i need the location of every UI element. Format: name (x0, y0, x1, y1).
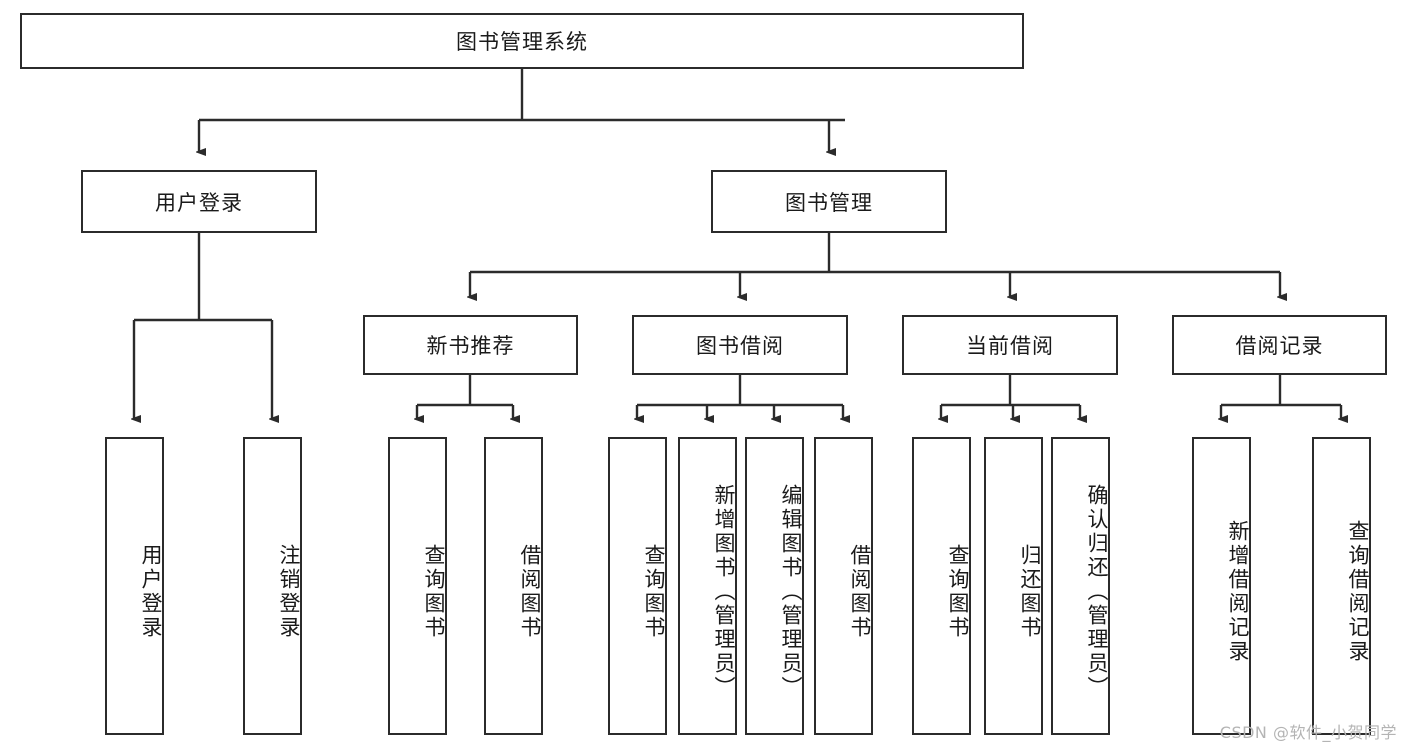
node-leaf-add-borrow-record-label: 新增借阅记录 (1226, 520, 1250, 664)
node-leaf-logout[interactable]: 注销登录 (243, 437, 302, 735)
node-leaf-query-book-borrow[interactable]: 查询图书 (608, 437, 667, 735)
node-leaf-user-login[interactable]: 用户登录 (105, 437, 164, 735)
node-leaf-edit-book-admin[interactable]: 编辑图书（管理员） (745, 437, 804, 735)
node-leaf-borrow-book-label: 借阅图书 (848, 544, 872, 640)
node-leaf-query-borrow-record-label: 查询借阅记录 (1346, 520, 1370, 664)
node-leaf-query-book-recommend[interactable]: 查询图书 (388, 437, 447, 735)
node-book-management-label: 图书管理 (785, 190, 873, 215)
node-root[interactable]: 图书管理系统 (20, 13, 1024, 69)
node-leaf-query-book-recommend-label: 查询图书 (422, 544, 446, 640)
node-leaf-edit-book-admin-label: 编辑图书（管理员） (779, 484, 803, 700)
node-borrow-record-label: 借阅记录 (1235, 334, 1324, 358)
node-leaf-query-book-current[interactable]: 查询图书 (912, 437, 971, 735)
node-current-borrow-label: 当前借阅 (966, 334, 1054, 358)
node-book-borrow-label: 图书借阅 (696, 334, 784, 358)
node-leaf-borrow-book-recommend[interactable]: 借阅图书 (484, 437, 543, 735)
node-leaf-query-book-borrow-label: 查询图书 (642, 544, 666, 640)
node-leaf-query-borrow-record[interactable]: 查询借阅记录 (1312, 437, 1371, 735)
node-user-login[interactable]: 用户登录 (81, 170, 317, 233)
node-current-borrow[interactable]: 当前借阅 (902, 315, 1118, 375)
node-leaf-return-book-label: 归还图书 (1018, 544, 1042, 640)
node-user-login-label: 用户登录 (155, 190, 243, 215)
node-leaf-logout-label: 注销登录 (277, 544, 301, 640)
node-new-book-recommend-label: 新书推荐 (426, 334, 515, 358)
node-leaf-return-book[interactable]: 归还图书 (984, 437, 1043, 735)
node-leaf-add-book-admin[interactable]: 新增图书（管理员） (678, 437, 737, 735)
node-leaf-user-login-label: 用户登录 (139, 544, 163, 640)
node-leaf-confirm-return-admin[interactable]: 确认归还（管理员） (1051, 437, 1110, 735)
node-book-borrow[interactable]: 图书借阅 (632, 315, 848, 375)
node-leaf-query-book-current-label: 查询图书 (946, 544, 970, 640)
node-root-label: 图书管理系统 (456, 30, 588, 54)
node-leaf-borrow-book-recommend-label: 借阅图书 (518, 544, 542, 640)
csdn-watermark: CSDN @软件_小贺同学 (1219, 723, 1397, 742)
node-leaf-confirm-return-admin-label: 确认归还（管理员） (1085, 484, 1109, 700)
node-leaf-add-borrow-record[interactable]: 新增借阅记录 (1192, 437, 1251, 735)
node-leaf-add-book-admin-label: 新增图书（管理员） (712, 484, 736, 700)
node-new-book-recommend[interactable]: 新书推荐 (363, 315, 578, 375)
node-book-management[interactable]: 图书管理 (711, 170, 947, 233)
node-leaf-borrow-book[interactable]: 借阅图书 (814, 437, 873, 735)
node-borrow-record[interactable]: 借阅记录 (1172, 315, 1387, 375)
